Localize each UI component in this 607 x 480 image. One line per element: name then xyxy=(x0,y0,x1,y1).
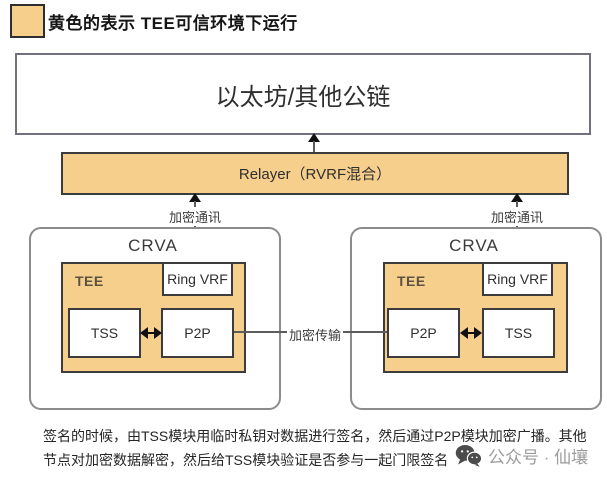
ethereum-chain-label: 以太坊/其他公链 xyxy=(215,83,391,111)
left-crva-to-relayer-arrowhead xyxy=(189,193,201,202)
crva-right-tss-box: TSS xyxy=(482,308,555,358)
crva-right-tee-label: TEE xyxy=(397,273,426,289)
wechat-icon xyxy=(455,444,482,467)
relayer-to-chain-arrowhead xyxy=(308,133,320,142)
crva-left-tss-p2p-arrow xyxy=(140,327,162,339)
watermark-label: 公众号 · 仙壤 xyxy=(488,448,589,467)
left-encrypted-comm-label: 加密通讯 xyxy=(167,207,224,226)
crva-right-ringvrf-box: Ring VRF xyxy=(482,262,553,296)
arrow-left-head xyxy=(460,327,468,339)
arrow-right-head xyxy=(154,327,162,339)
footnote-text: 签名的时候，由TSS模块用临时私钥对数据进行签名，然后通过P2P模块加密广播。其… xyxy=(43,424,595,472)
crva-left-tee-label: TEE xyxy=(75,273,104,289)
arrow-bar xyxy=(145,332,157,334)
crva-left-p2p-box: P2P xyxy=(161,308,234,358)
arrow-bar xyxy=(465,332,477,334)
crva-right-title: CRVA xyxy=(449,236,499,255)
arrow-left-head xyxy=(140,327,148,339)
watermark: 公众号 · 仙壤 xyxy=(455,443,588,468)
crva-left-ringvrf-label: Ring VRF xyxy=(167,271,228,287)
footnote-line2: 节点对加密数据解密，然后给TSS模块验证是否参与一起门限签名 xyxy=(43,452,449,468)
crva-left-tss-label: TSS xyxy=(90,325,119,341)
footnote-line1: 签名的时候，由TSS模块用临时私钥对数据进行签名，然后通过P2P模块加密广播。其… xyxy=(43,428,587,444)
crva-right-p2p-tss-arrow xyxy=(460,327,482,339)
crva-right-tss-label: TSS xyxy=(504,325,533,341)
crva-left-ringvrf-box: Ring VRF xyxy=(162,262,233,296)
arrow-right-head xyxy=(474,327,482,339)
relayer-label: Relayer（RVRF混合） xyxy=(238,166,392,183)
crva-left-p2p-label: P2P xyxy=(184,325,211,341)
right-encrypted-comm-label: 加密通讯 xyxy=(489,207,546,226)
crva-right-p2p-label: P2P xyxy=(410,325,437,341)
relayer-to-chain-line xyxy=(313,141,315,152)
crva-left-tss-box: TSS xyxy=(68,308,141,358)
legend-yellow-swatch xyxy=(10,4,45,38)
legend-label: 黄色的表示 TEE可信环境下运行 xyxy=(48,14,298,33)
crva-right-ringvrf-label: Ring VRF xyxy=(487,271,548,287)
relayer-box: Relayer（RVRF混合） xyxy=(61,152,569,195)
ethereum-chain-box: 以太坊/其他公链 xyxy=(15,53,591,135)
encrypted-transfer-label: 加密传输 xyxy=(287,325,344,344)
right-crva-to-relayer-arrowhead xyxy=(511,193,523,202)
crva-right-p2p-box: P2P xyxy=(387,308,460,358)
crva-left-title: CRVA xyxy=(128,236,178,255)
